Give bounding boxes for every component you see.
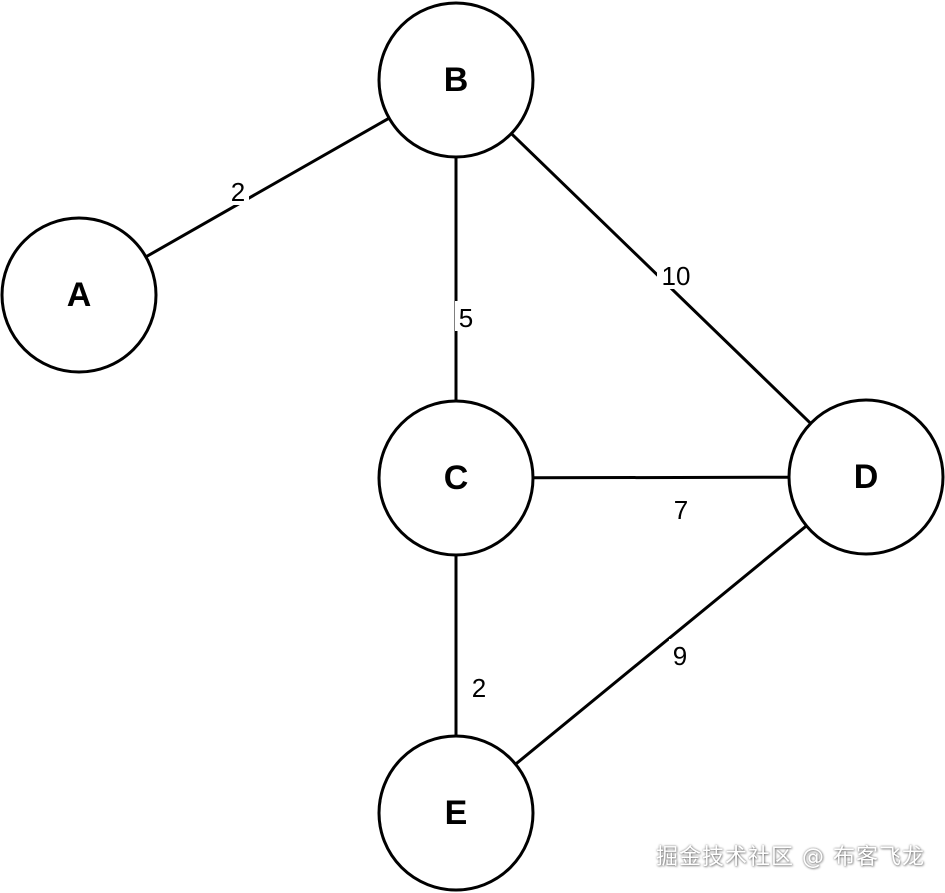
node-circle bbox=[377, 399, 535, 557]
edge-weight-backdrop bbox=[670, 493, 692, 523]
watermark-text: 掘金技术社区 @ 布客飞龙 bbox=[656, 845, 925, 870]
edge-weight-c-d: 7 bbox=[674, 495, 688, 525]
edge-weights-layer: 2 5 10 7 2 9 bbox=[227, 175, 695, 703]
edge-weight-backdrop bbox=[669, 639, 691, 669]
edge-c-d bbox=[532, 475, 790, 480]
node-label: A bbox=[67, 276, 92, 314]
edge-a-b bbox=[145, 116, 390, 259]
edge-weight-c-e: 2 bbox=[472, 673, 486, 703]
node-c: C bbox=[377, 399, 535, 557]
node-b: B bbox=[377, 1, 535, 159]
node-label: C bbox=[444, 459, 469, 497]
edge-weight-b-c: 5 bbox=[459, 303, 473, 333]
edge-weight-d-e: 9 bbox=[673, 641, 687, 671]
edge-weight-backdrop bbox=[455, 301, 477, 331]
node-circle bbox=[787, 398, 945, 556]
edge-weight-b-d: 10 bbox=[662, 261, 691, 291]
edge-weight-backdrop bbox=[657, 259, 695, 289]
node-label: B bbox=[444, 61, 469, 99]
node-circle bbox=[377, 1, 535, 159]
edge-weight-backdrop bbox=[227, 175, 249, 205]
edge-d-e bbox=[514, 524, 808, 766]
edge-weight-a-b: 2 bbox=[231, 177, 245, 207]
node-a: A bbox=[0, 216, 158, 374]
node-label: E bbox=[445, 794, 468, 832]
node-e: E bbox=[377, 734, 535, 892]
node-label: D bbox=[854, 458, 879, 496]
edge-weight-backdrop bbox=[468, 671, 490, 701]
node-d: D bbox=[787, 398, 945, 556]
node-circle bbox=[377, 734, 535, 892]
node-circle bbox=[0, 216, 158, 374]
